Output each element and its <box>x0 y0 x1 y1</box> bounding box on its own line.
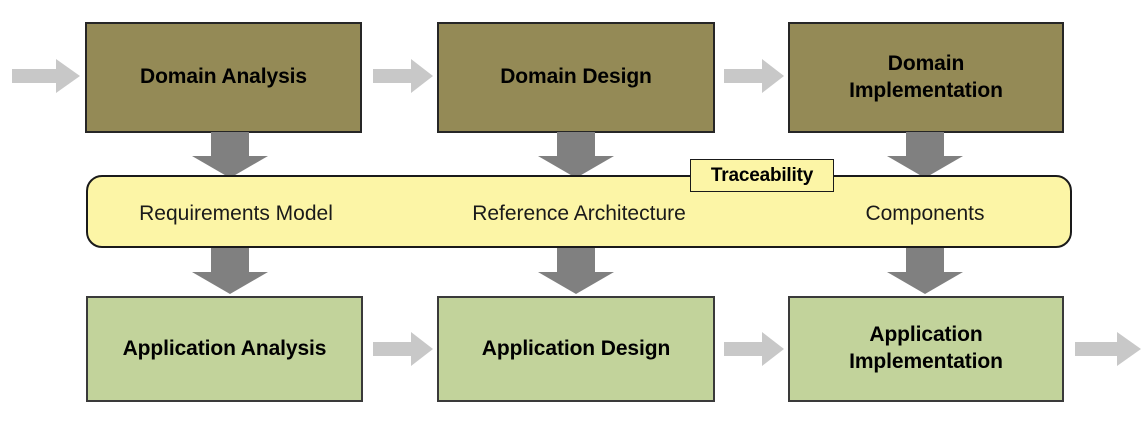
domain-implementation-label: Domain Implementation <box>849 51 1003 102</box>
application-exit-arrow <box>1075 332 1141 366</box>
domain-analysis-to-design-arrow <box>373 59 433 93</box>
band-to-application-implementation-arrow <box>887 248 963 294</box>
components-label: Components <box>865 202 985 225</box>
application-implementation-box[interactable]: Application Implementation <box>788 296 1064 402</box>
application-design-to-implementation-arrow <box>724 332 784 366</box>
application-analysis-label: Application Analysis <box>122 336 327 360</box>
domain-analysis-to-band-arrow <box>192 132 268 178</box>
domain-design-box[interactable]: Domain Design <box>437 22 715 133</box>
domain-design-to-implementation-arrow <box>724 59 784 93</box>
traceability-band[interactable] <box>86 175 1072 248</box>
band-to-application-analysis-arrow <box>192 248 268 294</box>
domain-implementation-to-band-arrow <box>887 132 963 178</box>
application-implementation-label: Application Implementation <box>849 323 1003 373</box>
domain-entry-arrow <box>12 59 80 93</box>
application-analysis-to-design-arrow <box>373 332 433 366</box>
domain-implementation-box[interactable]: Domain Implementation <box>788 22 1064 133</box>
reference-architecture-label: Reference Architecture <box>472 202 686 225</box>
application-design-label: Application Design <box>481 336 671 360</box>
traceability-callout[interactable]: Traceability <box>690 159 834 192</box>
domain-analysis-label: Domain Analysis <box>140 65 307 89</box>
application-design-box[interactable]: Application Design <box>437 296 715 402</box>
application-analysis-box[interactable]: Application Analysis <box>86 296 363 402</box>
band-to-application-design-arrow <box>538 248 614 294</box>
requirements-model-label: Requirements Model <box>139 202 333 225</box>
domain-design-label: Domain Design <box>500 65 652 89</box>
domain-analysis-box[interactable]: Domain Analysis <box>85 22 362 133</box>
domain-design-to-band-arrow <box>538 132 614 178</box>
